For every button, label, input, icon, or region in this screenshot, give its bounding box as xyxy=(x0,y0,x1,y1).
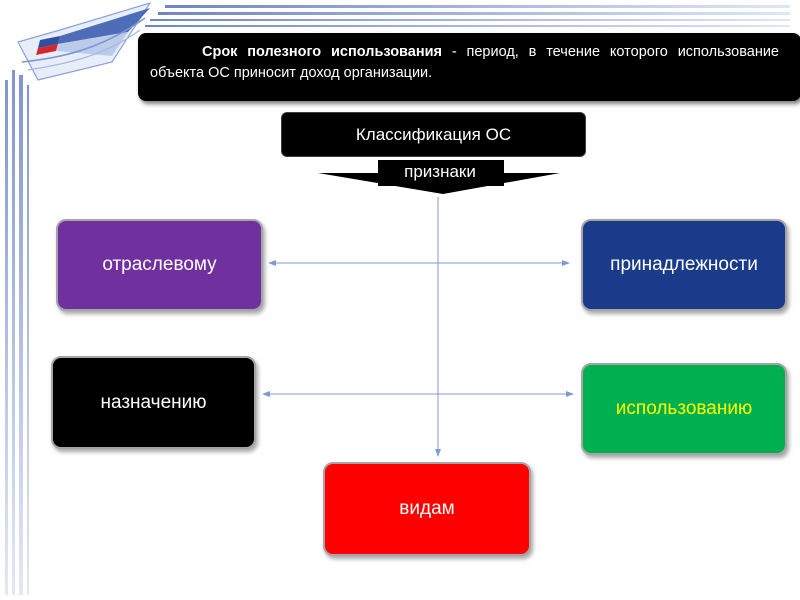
definition-box: Срок полезного использования - период, в… xyxy=(138,33,800,101)
classification-title: Классификация ОС xyxy=(281,112,586,157)
node-types: видам xyxy=(323,462,531,556)
node-purpose: назначению xyxy=(51,356,256,449)
node-ownership: принадлежности xyxy=(581,219,787,311)
criteria-label: признаки xyxy=(404,162,476,181)
node-usage: использованию xyxy=(581,363,787,455)
definition-text: - период, в течение которого использован… xyxy=(150,44,779,81)
definition-term: Срок полезного использования xyxy=(202,44,442,60)
flag-logo-icon xyxy=(17,1,152,81)
node-industry: отраслевому xyxy=(56,219,263,311)
